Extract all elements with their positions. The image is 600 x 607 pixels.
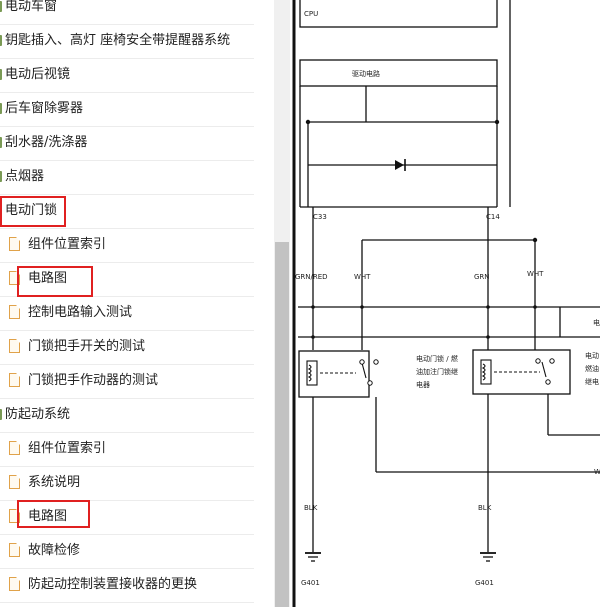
wiring-diagram: CPU 驱动电路 C33 C14 GRN/RED WHT GRN WHT 电动门… bbox=[292, 0, 600, 607]
tree-scrollbar[interactable] bbox=[274, 0, 290, 607]
tree-item-circuit-diagram[interactable]: 电路图 bbox=[0, 262, 254, 297]
relay-2-label: 电动 bbox=[585, 351, 599, 360]
edge-label: 电 bbox=[593, 318, 600, 327]
tree-item-label: 电路图 bbox=[28, 271, 68, 286]
connector-c33-label: C33 bbox=[313, 213, 327, 221]
document-icon bbox=[9, 339, 20, 353]
folder-icon bbox=[0, 1, 2, 12]
drive-circuit-block bbox=[299, 59, 498, 87]
tree-item-system-description[interactable]: 系统说明 bbox=[0, 466, 254, 501]
tree-item-label: 组件位置索引 bbox=[28, 441, 107, 456]
tree-item-rear-defogger[interactable]: 后车窗除雾器 bbox=[0, 92, 254, 127]
ground-point-label: G401 bbox=[475, 579, 494, 587]
wiring-diagram-pane: CPU 驱动电路 C33 C14 GRN/RED WHT GRN WHT 电动门… bbox=[290, 0, 600, 607]
tree-item-label: 故障检修 bbox=[28, 543, 81, 558]
wire-color-label: GRN bbox=[474, 273, 490, 281]
tree-item-circuit-diagram[interactable]: 电路图 bbox=[0, 500, 254, 535]
drive-circuit-label: 驱动电路 bbox=[352, 69, 380, 78]
folder-icon bbox=[0, 171, 2, 182]
tree-item-label: 电动后视镜 bbox=[5, 67, 71, 82]
connector-c14-label: C14 bbox=[486, 213, 500, 221]
navigation-tree: 电动车窗 钥匙插入、高灯 座椅安全带提醒器系统 电动后视镜 后车窗除雾器 刮水器… bbox=[0, 0, 274, 607]
relay-1-label: 电动门锁 / 燃 bbox=[416, 354, 458, 363]
tree-item-label: 控制电路输入测试 bbox=[28, 305, 133, 320]
relay-2-label: 燃油 bbox=[585, 364, 599, 373]
folder-icon bbox=[0, 35, 2, 46]
tree-item-power-mirrors[interactable]: 电动后视镜 bbox=[0, 58, 254, 93]
tree-item-label: 电动车窗 bbox=[5, 0, 58, 14]
tree-item-power-door-locks[interactable]: 电动门锁 bbox=[0, 194, 254, 229]
ground-wire-label: BLK bbox=[304, 504, 318, 512]
folder-icon bbox=[0, 137, 2, 148]
tree-item-label: 电动门锁 bbox=[5, 203, 58, 218]
document-icon bbox=[9, 475, 20, 489]
relay-2 bbox=[472, 349, 571, 395]
tree-item-receiver-replacement[interactable]: 防起动控制装置接收器的更换 bbox=[0, 568, 254, 603]
tree-item-wiper-washer[interactable]: 刮水器/洗涤器 bbox=[0, 126, 254, 161]
tree-item-label: 电路图 bbox=[28, 509, 68, 524]
tree-item-label: 后车窗除雾器 bbox=[5, 101, 84, 116]
tree-item-immobilizer-system[interactable]: 防起动系统 bbox=[0, 398, 254, 433]
folder-icon bbox=[0, 69, 2, 80]
document-icon bbox=[9, 577, 20, 591]
relay-2-label: 继电 bbox=[585, 377, 599, 386]
edge-label: W bbox=[594, 468, 600, 476]
tree-item-control-input-test[interactable]: 控制电路输入测试 bbox=[0, 296, 254, 331]
tree-item-handle-switch-test[interactable]: 门锁把手开关的测试 bbox=[0, 330, 254, 365]
cpu-block bbox=[299, 0, 498, 28]
folder-icon bbox=[0, 205, 2, 216]
tree-item-troubleshooting[interactable]: 故障检修 bbox=[0, 534, 254, 569]
diode-symbol bbox=[395, 160, 404, 170]
tree-item-label: 防起动系统 bbox=[5, 407, 71, 422]
wire-color-label: GRN/RED bbox=[295, 273, 328, 281]
tree-item-label: 钥匙插入、高灯 座椅安全带提醒器系统 bbox=[5, 33, 231, 48]
tree-item-power-windows[interactable]: 电动车窗 bbox=[0, 0, 254, 25]
tree-item-key-reminder-system[interactable]: 钥匙插入、高灯 座椅安全带提醒器系统 bbox=[0, 24, 254, 59]
tree-item-component-index[interactable]: 组件位置索引 bbox=[0, 228, 254, 263]
folder-icon bbox=[0, 103, 2, 114]
tree-item-component-index[interactable]: 组件位置索引 bbox=[0, 432, 254, 467]
ground-point-label: G401 bbox=[301, 579, 320, 587]
tree-item-label: 防起动控制装置接收器的更换 bbox=[28, 577, 198, 592]
tree-item-label: 组件位置索引 bbox=[28, 237, 107, 252]
relay-1-label: 油加注门锁继 bbox=[416, 367, 458, 376]
tree-item-label: 门锁把手作动器的测试 bbox=[28, 373, 159, 388]
folder-icon bbox=[0, 409, 2, 420]
document-icon bbox=[9, 237, 20, 251]
relay-1 bbox=[298, 350, 370, 398]
document-icon bbox=[9, 271, 20, 285]
tree-item-label: 点烟器 bbox=[5, 169, 45, 184]
document-icon bbox=[9, 373, 20, 387]
relay-1-label: 电器 bbox=[416, 380, 430, 389]
tree-item-handle-actuator-test[interactable]: 门锁把手作动器的测试 bbox=[0, 364, 254, 399]
wire-color-label: WHT bbox=[354, 273, 371, 281]
document-icon bbox=[9, 305, 20, 319]
document-icon bbox=[9, 509, 20, 523]
scrollbar-thumb[interactable] bbox=[275, 242, 289, 607]
ground-wire-label: BLK bbox=[478, 504, 492, 512]
tree-item-label: 系统说明 bbox=[28, 475, 81, 490]
wire-color-label: WHT bbox=[527, 270, 544, 278]
cpu-label: CPU bbox=[304, 10, 318, 18]
tree-item-cigarette-lighter[interactable]: 点烟器 bbox=[0, 160, 254, 195]
tree-item-label: 刮水器/洗涤器 bbox=[5, 135, 88, 150]
document-icon bbox=[9, 543, 20, 557]
document-icon bbox=[9, 441, 20, 455]
tree-item-label: 门锁把手开关的测试 bbox=[28, 339, 146, 354]
